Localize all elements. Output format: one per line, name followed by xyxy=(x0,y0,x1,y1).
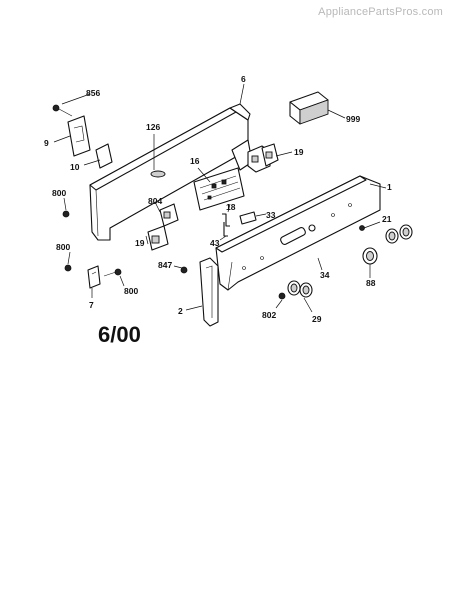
bracket-18 xyxy=(222,213,230,227)
callout-19-upper: 19 xyxy=(294,147,304,157)
screw-800-a xyxy=(62,210,70,218)
callout-88: 88 xyxy=(366,278,376,288)
knob-21-a xyxy=(385,228,399,244)
control-board-16 xyxy=(193,167,245,211)
clip-10 xyxy=(95,143,113,169)
screw-856 xyxy=(52,104,73,117)
callout-800-a: 800 xyxy=(52,188,66,198)
left-end-bracket xyxy=(67,115,91,157)
knob-29-b xyxy=(299,282,313,298)
callout-802: 802 xyxy=(262,310,276,320)
end-cap-2 xyxy=(199,257,219,327)
front-control-panel xyxy=(215,175,381,291)
callout-33: 33 xyxy=(266,210,276,220)
backguard-rear-panel xyxy=(89,103,253,241)
callout-847: 847 xyxy=(158,260,172,270)
callout-43: 43 xyxy=(210,238,220,248)
screw-847 xyxy=(180,266,188,274)
callout-800-c: 800 xyxy=(124,286,138,296)
switch-804 xyxy=(159,203,179,227)
callout-34: 34 xyxy=(320,270,330,280)
knob-88 xyxy=(362,247,378,265)
bracket-7 xyxy=(87,265,101,289)
knob-29-a xyxy=(287,280,301,296)
callout-2: 2 xyxy=(178,306,183,316)
switch-19-upper xyxy=(247,143,279,173)
screw-800-c xyxy=(103,268,122,277)
callout-16: 16 xyxy=(190,156,200,166)
callout-29: 29 xyxy=(312,314,322,324)
callout-856: 856 xyxy=(86,88,100,98)
revision-date: 6/00 xyxy=(98,322,141,347)
callout-1: 1 xyxy=(387,182,392,192)
screw-800-b xyxy=(64,264,72,272)
switch-19-lower xyxy=(147,225,169,251)
knob-21-b xyxy=(399,224,413,240)
watermark: AppliancePartsPros.com xyxy=(318,6,443,18)
callout-10: 10 xyxy=(70,162,80,172)
callout-999: 999 xyxy=(346,114,360,124)
parts-box-999 xyxy=(289,91,329,125)
callout-126: 126 xyxy=(146,122,160,132)
clip-43 xyxy=(223,222,228,237)
callout-804: 804 xyxy=(148,196,162,206)
callout-19-lower: 19 xyxy=(135,238,145,248)
callout-6: 6 xyxy=(241,74,246,84)
screw-802 xyxy=(278,292,286,300)
callout-9: 9 xyxy=(44,138,49,148)
callout-18: 18 xyxy=(226,202,236,212)
part-33 xyxy=(239,211,257,225)
callout-800-b: 800 xyxy=(56,242,70,252)
callout-21: 21 xyxy=(382,214,392,224)
leader-lines xyxy=(53,83,387,313)
callout-7: 7 xyxy=(89,300,94,310)
callout-labels: 856 6 999 9 126 10 16 19 1 800 804 18 33… xyxy=(44,74,392,324)
